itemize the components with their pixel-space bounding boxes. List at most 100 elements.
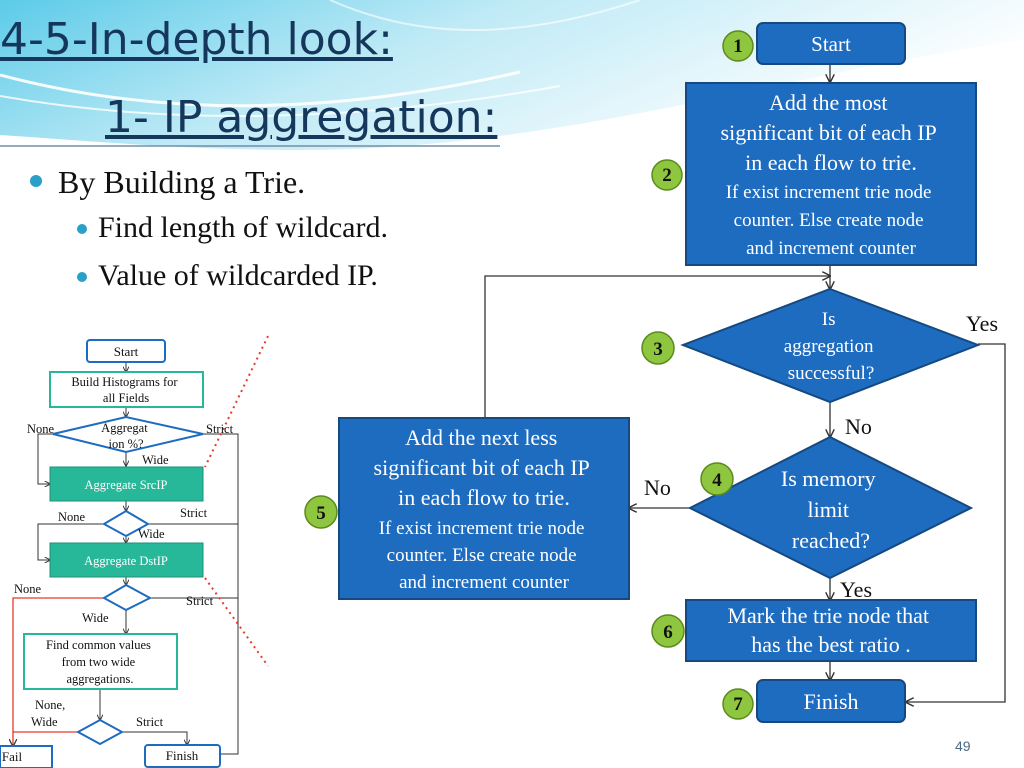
mini-label-none: None	[27, 422, 55, 436]
decision4-line: reached?	[792, 528, 870, 553]
step5-detail-line: counter. Else create node	[387, 545, 577, 566]
mini-decision-aggregation: Aggregat ion %?	[52, 415, 204, 454]
step-badge-number: 4	[712, 470, 722, 491]
mini-fail-label: Fail	[2, 749, 23, 764]
mini-finish-label: Finish	[166, 748, 199, 763]
svg-text:Build Histograms for all: Build Histograms for all Fields	[71, 375, 180, 405]
mini-decision-2	[101, 509, 151, 538]
mini-aggregate-src-box: Aggregate SrcIP	[49, 466, 204, 502]
step-badge-number: 3	[653, 339, 663, 360]
arrow-yes-to-finish	[906, 343, 1006, 702]
page-number: 49	[955, 738, 971, 754]
mini-label-strict: Strict	[206, 422, 234, 436]
mini-finish-node: Finish	[144, 744, 221, 768]
mini-build-line: Build Histograms for	[71, 375, 178, 389]
step6-line: Mark the trie node that	[727, 603, 929, 628]
mini-arrow	[122, 731, 187, 745]
mini-build-box: Build Histograms for all Fields	[49, 371, 204, 408]
step-badge-number: 2	[662, 165, 672, 186]
step-badge-4: 4	[700, 462, 734, 496]
svg-text:If exist increment trie node: If exist increment trie node counter. El…	[379, 518, 590, 593]
mini-decision-line: ion %?	[108, 437, 144, 451]
step-badge-7: 7	[722, 688, 754, 720]
arrow-loop-step5-to-decision3	[484, 276, 830, 418]
mini-label-none: None	[58, 510, 86, 524]
start-node: Start	[756, 22, 906, 65]
svg-text:Add the next less signif: Add the next less significant bit of eac…	[374, 425, 595, 510]
mini-find-common-box: Find common values from two wide aggrega…	[23, 633, 178, 690]
step-badge-6: 6	[651, 614, 685, 648]
mini-find-line: aggregations.	[67, 672, 134, 686]
step5-line: Add the next less	[405, 425, 557, 450]
mini-find-line: Find common values	[46, 638, 151, 652]
step5-detail-line: If exist increment trie node	[379, 518, 585, 539]
label-no-decision4: No	[644, 475, 671, 500]
bullet-list: By Building a Trie. Find length of wildc…	[30, 160, 388, 300]
decision3-line: Is	[822, 309, 836, 330]
mini-start-node: Start	[86, 339, 166, 363]
step6-box: Mark the trie node that has the best rat…	[685, 599, 977, 662]
step2-line: Add the most	[769, 90, 888, 115]
step2-detail-line: and increment counter	[746, 238, 917, 259]
mini-find-line: from two wide	[62, 655, 136, 669]
finish-label: Finish	[803, 689, 858, 714]
step-badge-number: 1	[733, 36, 743, 57]
mini-label-strict: Strict	[136, 715, 164, 729]
step5-box: Add the next less significant bit of eac…	[338, 417, 630, 600]
mini-label-strict: Strict	[186, 594, 214, 608]
svg-text:Mark the trie node that: Mark the trie node that has the best rat…	[727, 603, 934, 657]
mini-build-line: all Fields	[103, 391, 149, 405]
bullet-main: By Building a Trie.	[30, 160, 388, 204]
step5-line: in each flow to trie.	[398, 485, 570, 510]
mini-label-wide: Wide	[82, 611, 109, 625]
step6-line: has the best ratio .	[751, 632, 910, 657]
svg-text:Is aggregation suc: Is aggregation successful?	[784, 309, 878, 384]
step2-box: Add the most significant bit of each IP …	[685, 82, 977, 266]
svg-text:Find common values from: Find common values from two wide aggrega…	[46, 638, 154, 686]
mini-label-strict: Strict	[180, 506, 208, 520]
decision3-diamond: Is aggregation successful?	[680, 287, 981, 404]
mini-aggregate-dst-label: Aggregate DstIP	[84, 554, 168, 568]
mini-arrow-red	[13, 597, 104, 746]
mini-label-none-wide: None,	[35, 698, 65, 712]
step-badge-number: 6	[663, 622, 673, 643]
step5-line: significant bit of each IP	[374, 455, 590, 480]
decision4-line: Is memory	[781, 466, 876, 491]
mini-decision-3	[101, 583, 153, 612]
mini-start-label: Start	[114, 344, 139, 359]
label-no-decision3: No	[845, 414, 872, 439]
decision3-line: aggregation	[784, 336, 874, 357]
step2-line: in each flow to trie.	[745, 150, 917, 175]
mini-aggregate-dst-box: Aggregate DstIP	[49, 542, 204, 578]
start-label: Start	[811, 32, 851, 56]
mini-aggregate-src-label: Aggregate SrcIP	[85, 478, 168, 492]
red-dotted-line	[204, 335, 269, 468]
label-yes-decision4: Yes	[840, 577, 872, 602]
svg-text:Add the most significant: Add the most significant bit of each IP …	[721, 90, 942, 175]
step-badge-1: 1	[722, 30, 754, 62]
mini-label-wide: Wide	[142, 453, 169, 467]
step-badge-3: 3	[641, 331, 675, 365]
mini-label-none: None	[14, 582, 42, 596]
slide-title-line2: 1- IP aggregation:	[105, 92, 498, 143]
mini-label-wide: Wide	[138, 527, 165, 541]
decision4-line: limit	[807, 497, 849, 522]
step-badge-5: 5	[304, 495, 338, 529]
mini-decision-line: Aggregat	[101, 421, 148, 435]
sub-bullet-2: Value of wildcarded IP.	[30, 252, 388, 300]
decision4-diamond: Is memory limit reached?	[687, 435, 974, 580]
mini-fail-node: Fail	[0, 745, 53, 768]
finish-node: Finish	[756, 679, 906, 723]
mini-label-none-wide: Wide	[31, 715, 58, 729]
svg-text:Aggregat ion %?: Aggregat ion %?	[101, 421, 151, 451]
step2-detail-line: If exist increment trie node	[726, 182, 932, 203]
sub-bullet-1: Find length of wildcard.	[30, 204, 388, 252]
slide-title-line1: 4-5-In-depth look:	[0, 14, 393, 65]
mini-arrow	[37, 523, 104, 560]
step5-detail-line: and increment counter	[399, 572, 570, 593]
step-badge-number: 5	[316, 503, 326, 524]
mini-decision-4	[75, 718, 125, 746]
svg-text:Is memory limit re: Is memory limit reached?	[781, 466, 881, 553]
